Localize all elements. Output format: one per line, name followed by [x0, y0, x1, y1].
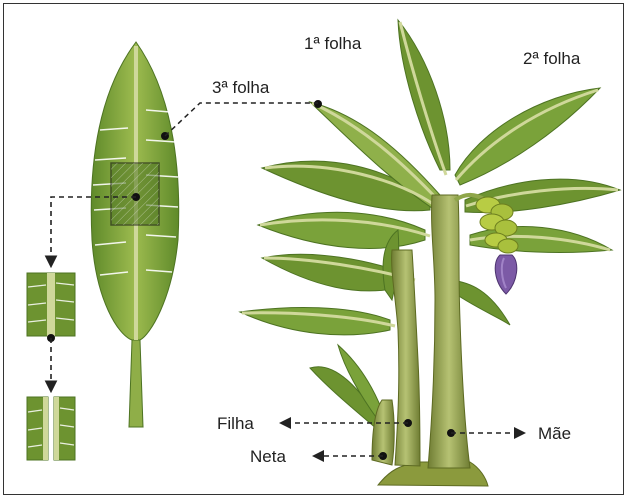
label-leaf1: 1ª folha: [304, 34, 362, 53]
leaf-section-split: [27, 397, 75, 460]
label-granddaughter: Neta: [250, 447, 286, 466]
leaf-section-whole: [27, 273, 75, 342]
banana-flower: [495, 255, 517, 294]
label-leaf2: 2ª folha: [523, 49, 581, 68]
detached-leaf: [91, 42, 178, 427]
label-mother: Mãe: [538, 424, 571, 443]
banana-plant: [240, 20, 620, 486]
label-leaf3: 3ª folha: [212, 78, 270, 97]
leaf3-leader: [165, 103, 318, 136]
label-daughter: Filha: [217, 414, 254, 433]
